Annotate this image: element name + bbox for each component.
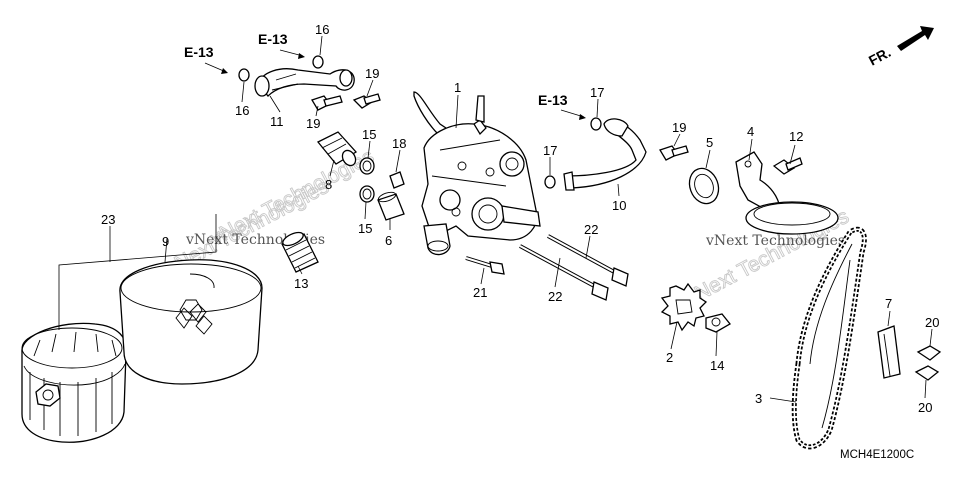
o-ring bbox=[359, 185, 375, 203]
dowel-pin bbox=[389, 171, 405, 189]
oil-pipe-upper bbox=[254, 68, 355, 97]
callout-19: 19 bbox=[672, 120, 686, 135]
chain-guide bbox=[877, 325, 901, 379]
leader-lines bbox=[58, 35, 933, 403]
callout-14: 14 bbox=[710, 358, 724, 373]
o-ring bbox=[359, 157, 375, 175]
flange-bolt bbox=[659, 145, 689, 161]
oil-filter bbox=[119, 259, 263, 385]
flange-bolt bbox=[914, 365, 940, 381]
callout-18: 18 bbox=[392, 136, 406, 151]
o-ring bbox=[590, 117, 602, 131]
callout-5: 5 bbox=[706, 135, 713, 150]
callout-2: 2 bbox=[666, 350, 673, 365]
callout-22: 22 bbox=[548, 289, 562, 304]
watermark-text: vNext Technologies bbox=[705, 233, 845, 249]
callout-15: 15 bbox=[362, 127, 376, 142]
callout-1: 1 bbox=[454, 80, 461, 95]
callout-16: 16 bbox=[315, 22, 329, 37]
callout-13: 13 bbox=[294, 276, 308, 291]
callout-19: 19 bbox=[306, 116, 320, 131]
callout-9: 9 bbox=[162, 234, 169, 249]
callout-7: 7 bbox=[885, 296, 892, 311]
callout-10: 10 bbox=[612, 198, 626, 213]
callout-15: 15 bbox=[358, 221, 372, 236]
o-ring bbox=[544, 175, 556, 189]
callout-19: 19 bbox=[365, 66, 379, 81]
flange-bolt bbox=[465, 256, 505, 275]
reference-e13: E-13 bbox=[184, 44, 214, 60]
callout-20: 20 bbox=[925, 315, 939, 330]
callout-11: 11 bbox=[270, 114, 284, 129]
oil-filter-cup bbox=[21, 322, 127, 443]
front-label: FR. bbox=[866, 44, 893, 69]
callout-numbers: 1 2 3 4 5 6 7 8 9 10 11 12 13 14 15 15 1… bbox=[101, 22, 939, 415]
callout-3: 3 bbox=[755, 391, 762, 406]
oil-pump-assembly bbox=[413, 91, 541, 256]
callout-8: 8 bbox=[325, 177, 332, 192]
oil-strainer bbox=[735, 151, 839, 235]
flange-bolt bbox=[916, 345, 942, 361]
callout-12: 12 bbox=[789, 129, 803, 144]
oil-fitting bbox=[281, 231, 319, 273]
callout-23: 23 bbox=[101, 212, 115, 227]
front-direction-arrow: FR. bbox=[866, 26, 934, 69]
diagram-code: MCH4E1200C bbox=[840, 449, 914, 461]
sprocket-bolt bbox=[705, 313, 731, 333]
reference-e13: E-13 bbox=[258, 31, 288, 47]
oil-seal bbox=[688, 167, 720, 205]
oil-pump-chain bbox=[791, 226, 867, 450]
o-ring bbox=[312, 55, 324, 69]
callout-4: 4 bbox=[747, 124, 754, 139]
collar bbox=[377, 191, 405, 221]
o-ring bbox=[238, 68, 250, 82]
callout-17: 17 bbox=[590, 85, 604, 100]
drive-sprocket bbox=[660, 282, 708, 332]
long-bolt bbox=[547, 234, 629, 287]
callout-17: 17 bbox=[543, 143, 557, 158]
callout-22: 22 bbox=[584, 222, 598, 237]
flange-bolt bbox=[311, 95, 343, 111]
oil-pipe-lower bbox=[563, 118, 647, 191]
callout-6: 6 bbox=[385, 233, 392, 248]
reference-arrows bbox=[204, 49, 586, 120]
callout-20: 20 bbox=[918, 400, 932, 415]
long-bolt bbox=[519, 244, 609, 301]
flange-bolt bbox=[352, 93, 381, 109]
reference-e13: E-13 bbox=[538, 92, 568, 108]
callout-21: 21 bbox=[473, 285, 487, 300]
flange-bolt bbox=[772, 157, 803, 175]
callout-16: 16 bbox=[235, 103, 249, 118]
joint-collar bbox=[316, 131, 358, 167]
